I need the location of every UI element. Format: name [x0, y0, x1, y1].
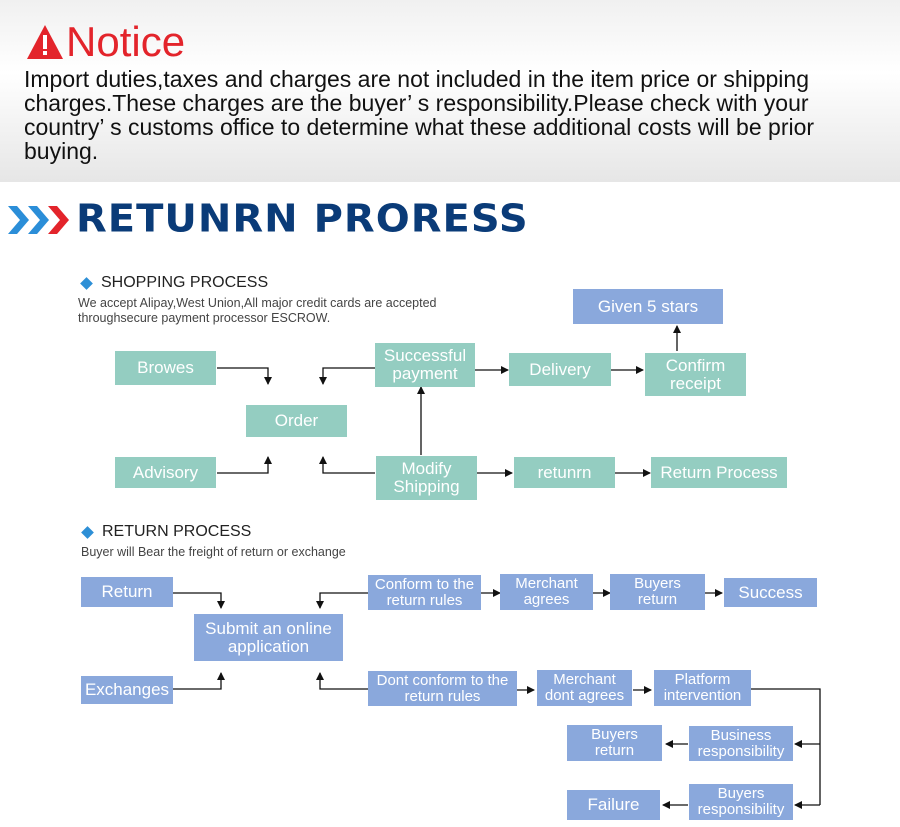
- box-delivery: Delivery: [509, 353, 611, 386]
- box-merchant-agrees: Merchant agrees: [500, 574, 593, 610]
- box-dont-conform-return-rules: Dont conform to the return rules: [368, 671, 517, 706]
- notice-text: Import duties,taxes and charges are not …: [24, 66, 815, 164]
- notice-banner: [0, 0, 900, 182]
- box-return: Return: [81, 577, 173, 607]
- box-order: Order: [246, 405, 347, 437]
- warning-triangle-icon: [27, 25, 63, 59]
- box-merchant-dont-agrees: Merchant dont agrees: [537, 670, 632, 706]
- box-successful-payment: Successful payment: [375, 343, 475, 387]
- box-buyers-return-bottom: Buyers return: [567, 725, 662, 761]
- chevron-right-icon: [28, 206, 49, 234]
- box-buyers-return-top: Buyers return: [610, 574, 705, 610]
- box-given-5-stars: Given 5 stars: [573, 289, 723, 324]
- return-process-desc: Buyer will Bear the freight of return or…: [81, 545, 346, 559]
- box-confirm-receipt: Confirm receipt: [645, 353, 746, 396]
- section-heading: RETUNRN PRORESS: [76, 197, 529, 241]
- box-buyers-responsibility: Buyers responsibility: [689, 784, 793, 820]
- box-modify-shipping: Modify Shipping: [376, 456, 477, 500]
- box-business-responsibility: Business responsibility: [689, 726, 793, 761]
- box-submit-application: Submit an online application: [194, 614, 343, 661]
- shopping-process-title: SHOPPING PROCESS: [101, 274, 269, 291]
- box-browes: Browes: [115, 351, 216, 385]
- box-success: Success: [724, 578, 817, 607]
- box-retunrn: retunrn: [514, 457, 615, 488]
- box-platform-intervention: Platform intervention: [654, 670, 751, 706]
- shopping-process-desc: We accept Alipay,West Union,All major cr…: [78, 296, 437, 325]
- box-exchanges: Exchanges: [81, 676, 173, 704]
- return-process-title: RETURN PROCESS: [102, 523, 252, 540]
- chevron-right-icon: [48, 206, 69, 234]
- box-conform-return-rules: Conform to the return rules: [368, 575, 481, 610]
- box-failure: Failure: [567, 790, 660, 820]
- box-return-process: Return Process: [651, 457, 787, 488]
- box-advisory: Advisory: [115, 457, 216, 488]
- chevron-right-icon: [8, 206, 29, 234]
- notice-title: Notice: [66, 18, 186, 65]
